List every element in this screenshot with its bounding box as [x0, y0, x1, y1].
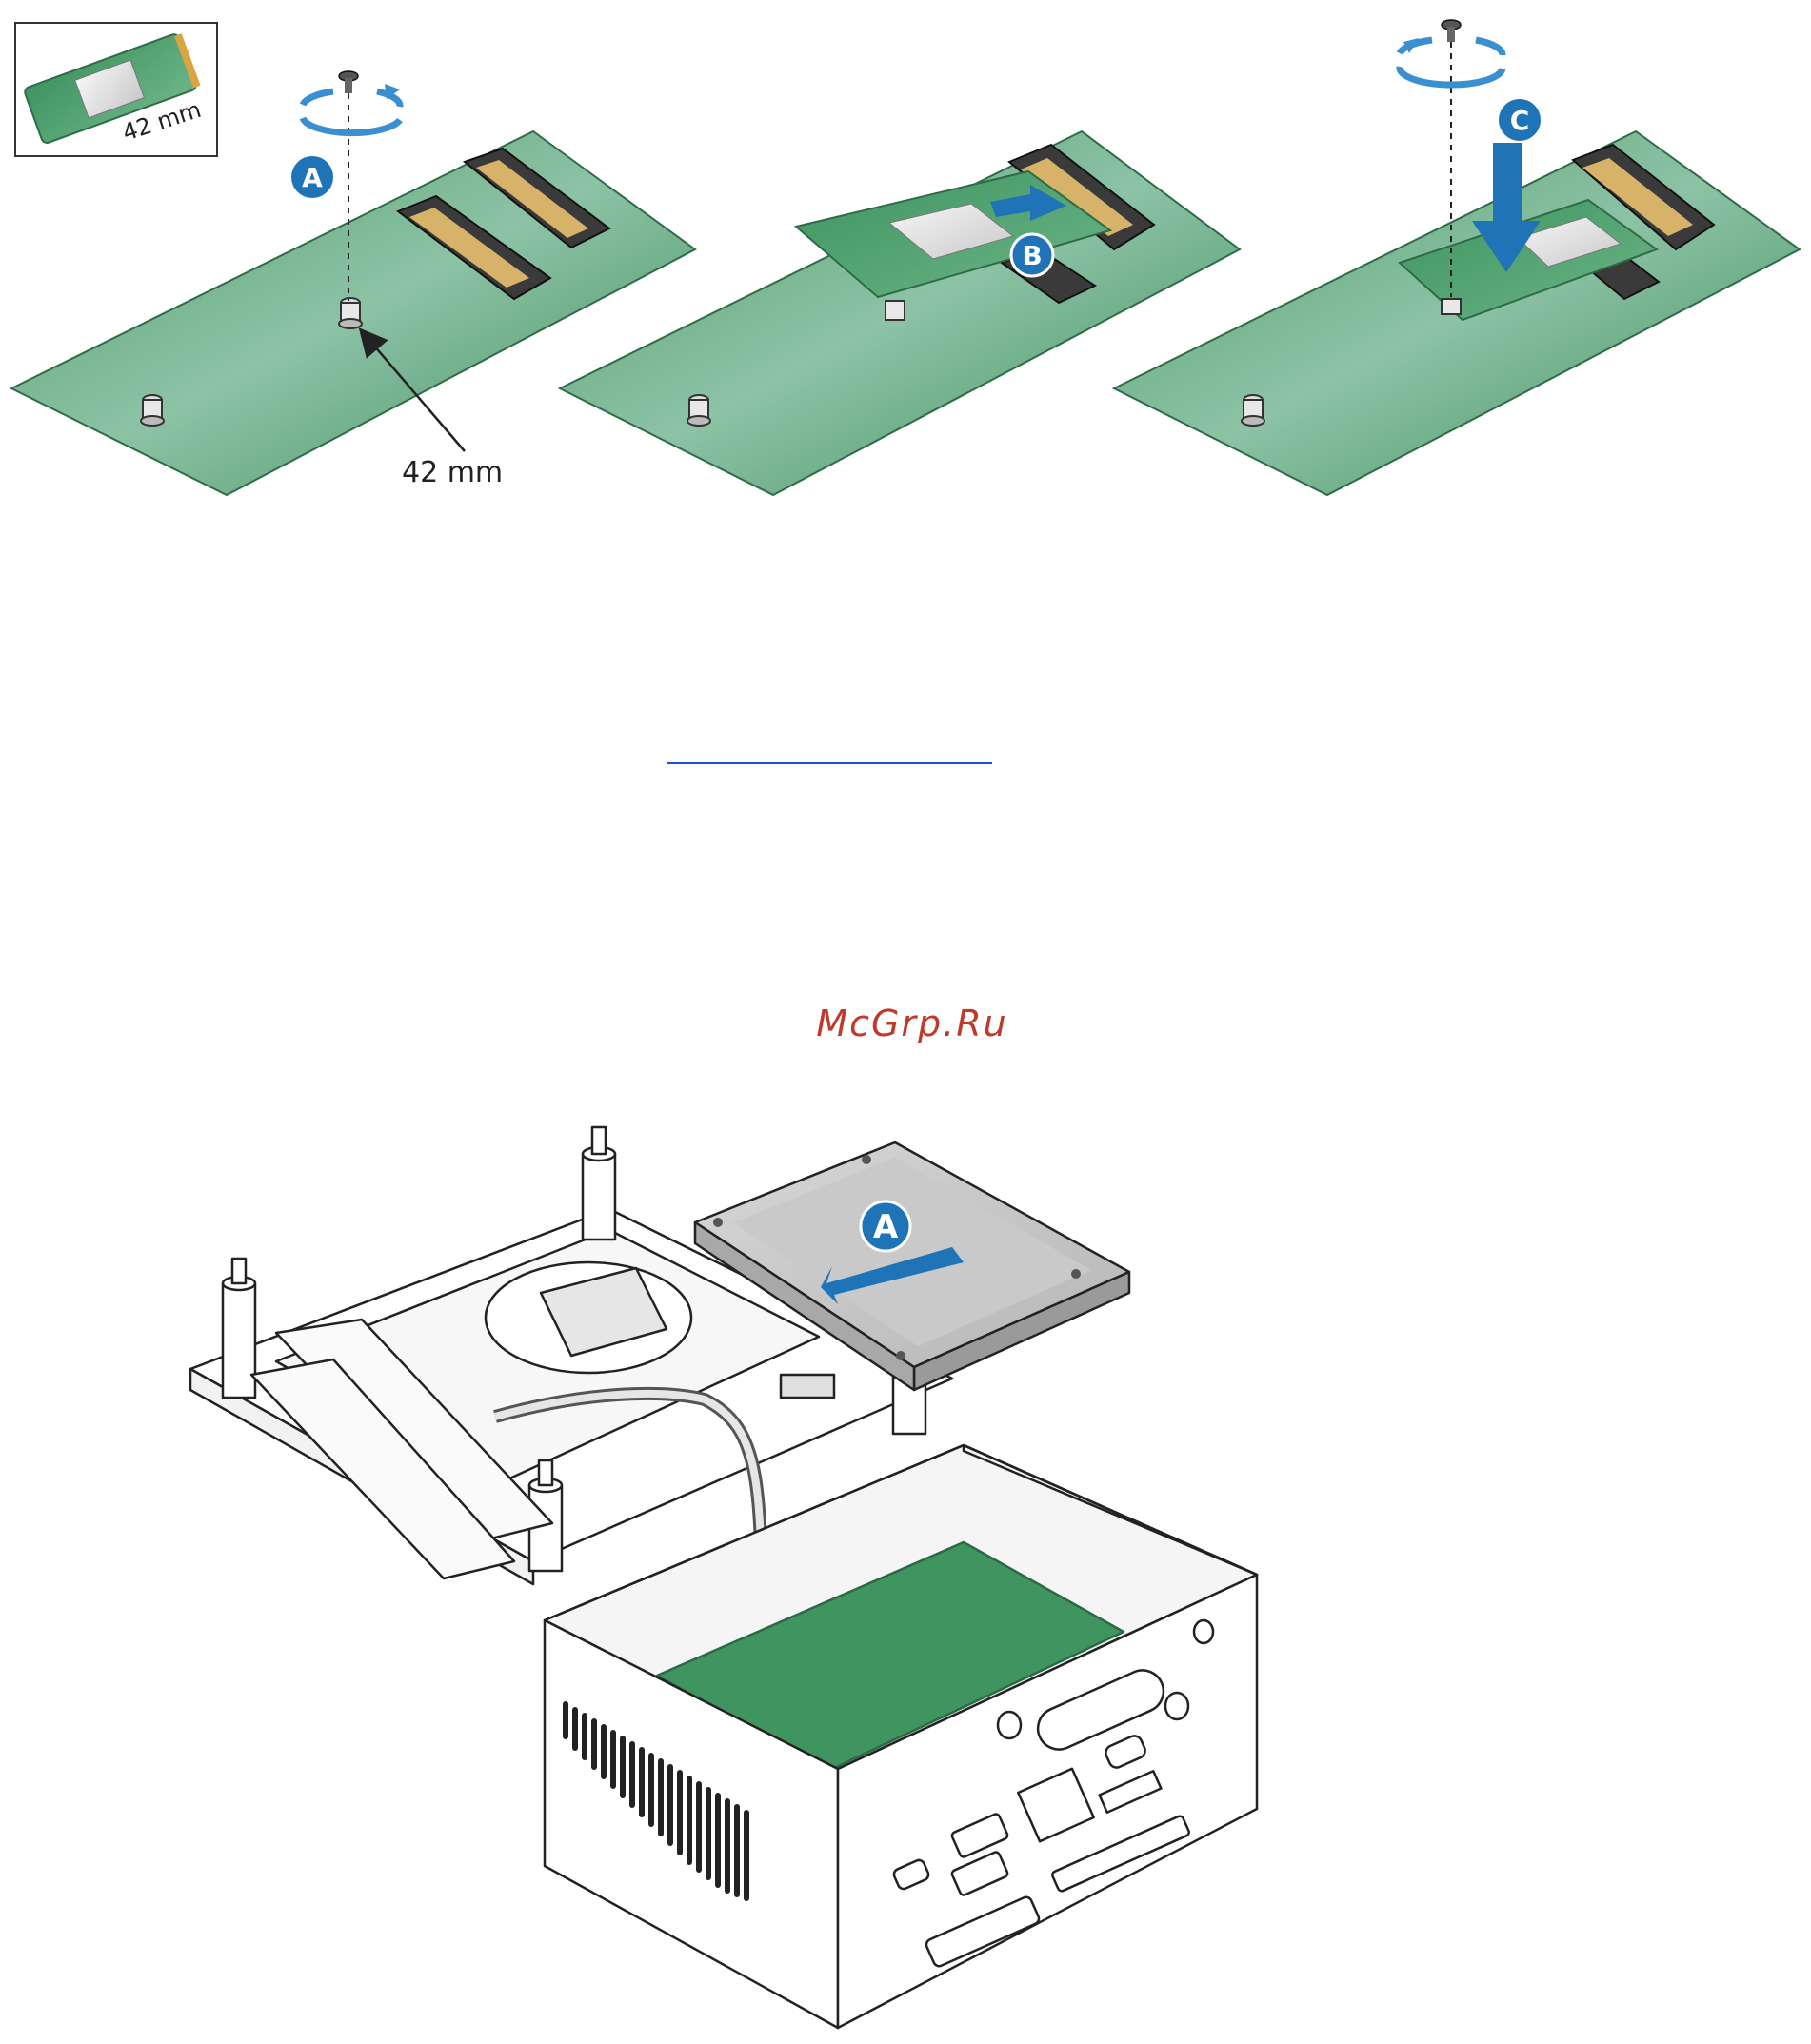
svg-text:A: A	[873, 1208, 899, 1246]
step-c-badge: C	[1499, 99, 1541, 141]
nuc-chassis-box	[545, 1445, 1257, 2028]
svg-text:B: B	[1022, 240, 1042, 271]
watermark-text: McGrp.Ru	[816, 1002, 1007, 1044]
step-b-panel: B	[560, 131, 1240, 495]
screw-icon	[339, 71, 358, 93]
svg-text:C: C	[1510, 105, 1530, 136]
standoff	[886, 301, 905, 320]
chassis-illustration: A	[190, 1127, 1257, 2028]
standoff-42mm	[339, 298, 362, 328]
bottom-step-a-badge: A	[861, 1201, 910, 1251]
standoff-post	[223, 1259, 255, 1398]
screw-icon	[1442, 20, 1461, 42]
hyperlink-underline[interactable]	[667, 756, 992, 764]
step-b-badge: B	[1011, 234, 1053, 276]
card-size-inset: 42 mm	[15, 23, 217, 156]
standoff	[687, 395, 710, 426]
standoff	[1242, 395, 1264, 426]
standoff	[141, 395, 164, 426]
step-a-badge: A	[291, 156, 333, 198]
standoff-post	[583, 1127, 615, 1240]
standoff	[1442, 299, 1461, 314]
standoff-callout-label: 42 mm	[402, 456, 503, 489]
svg-text:A: A	[302, 162, 323, 193]
